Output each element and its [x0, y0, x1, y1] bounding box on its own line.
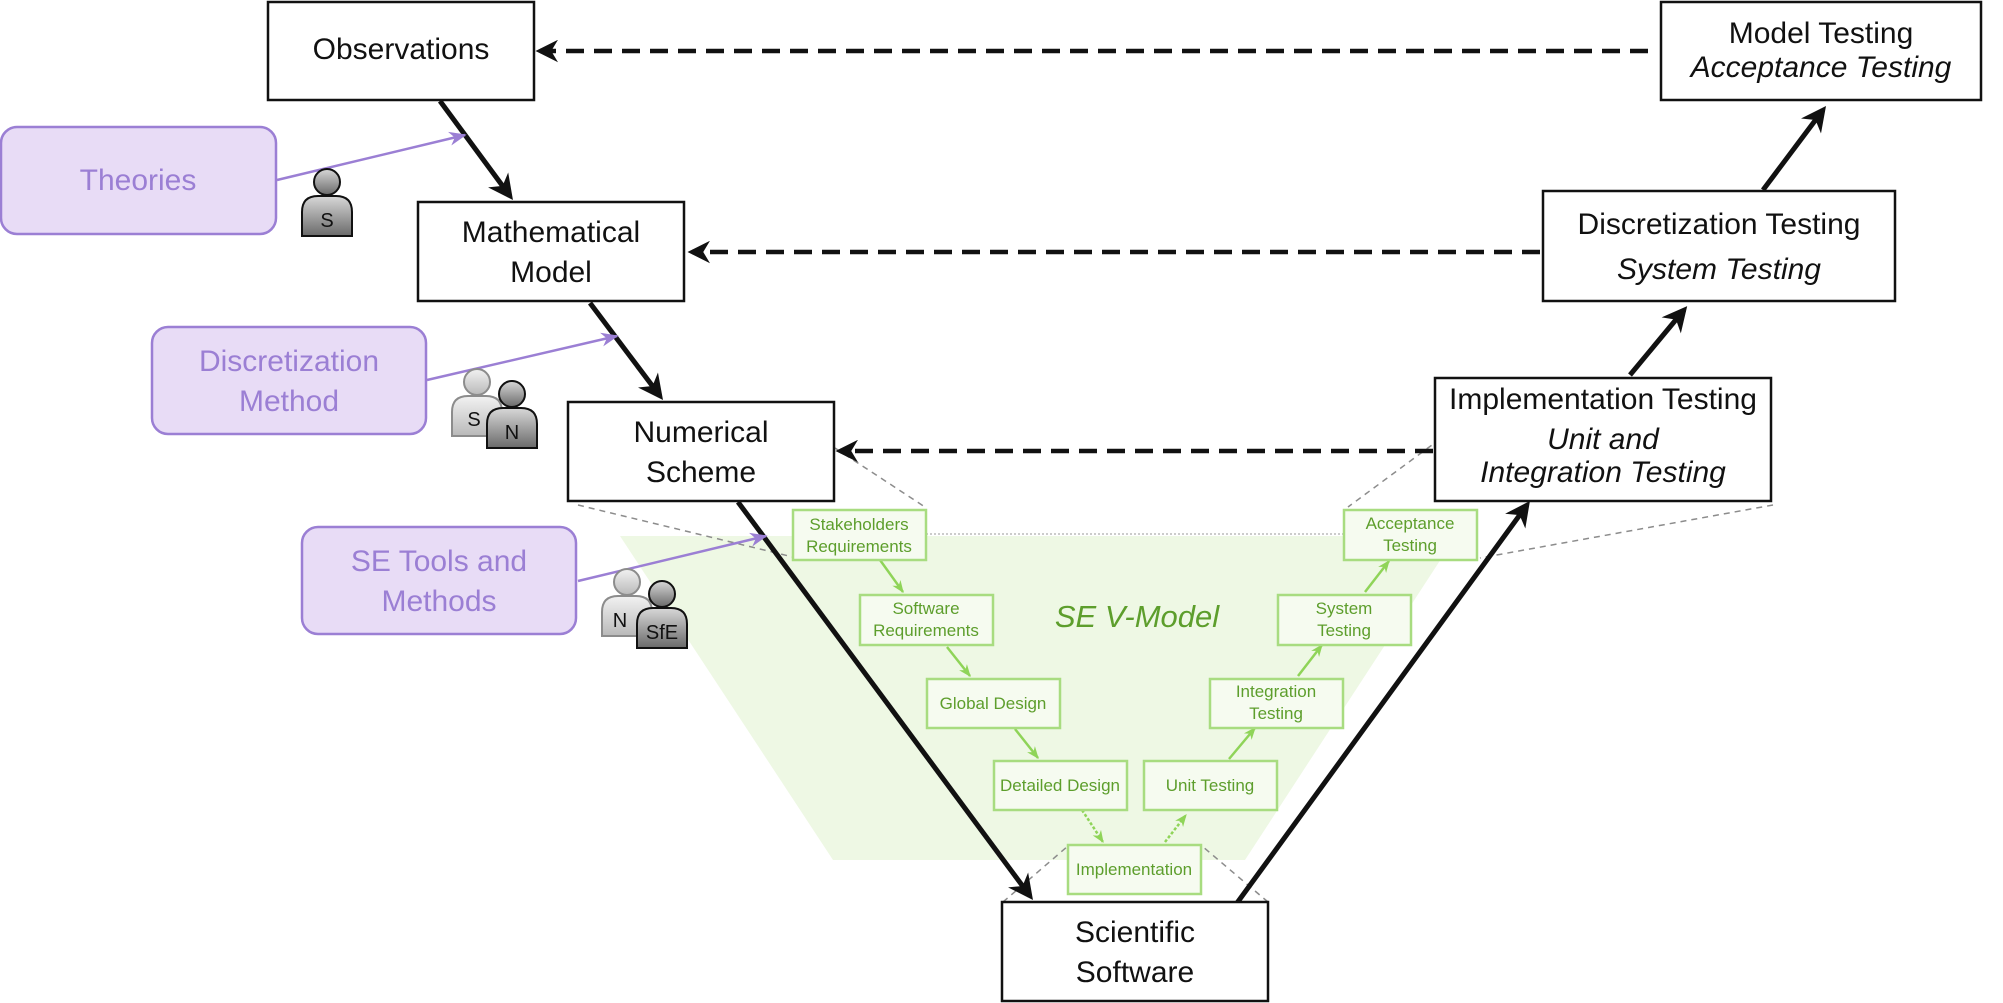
vmodel-unit-testing-box: Unit Testing: [1142, 759, 1279, 812]
impl-testing-label-3: Integration Testing: [1480, 456, 1726, 489]
person-label-n1: N: [505, 422, 519, 444]
main-arrows: [437, 99, 1826, 905]
scientific-software-box: Scientific Software: [1000, 900, 1270, 1003]
numerical-label-2: Scheme: [646, 456, 756, 489]
scientific-label-1: Scientific: [1075, 916, 1195, 949]
acceptance-label-2: Testing: [1383, 536, 1437, 555]
system-testing-label-2: Testing: [1317, 621, 1371, 640]
disc-testing-label-1: Discretization Testing: [1578, 208, 1861, 241]
dashed-arrows: [535, 39, 1648, 463]
implementation-label: Implementation: [1076, 860, 1192, 879]
person-icon-software-engineer: SfE: [636, 580, 688, 649]
software-req-label-2: Requirements: [873, 621, 979, 640]
observations-box: Observations: [266, 0, 536, 102]
disc-testing-label-2: System Testing: [1617, 253, 1821, 286]
input-arrows: [276, 131, 768, 583]
implementation-testing-box: Implementation Testing Unit and Integrat…: [1433, 376, 1773, 503]
integration-label-2: Testing: [1249, 704, 1303, 723]
detailed-design-label: Detailed Design: [1000, 776, 1120, 795]
impl-testing-label-1: Implementation Testing: [1449, 383, 1757, 416]
integration-label-1: Integration: [1236, 682, 1316, 701]
person-icon-scientist-1: S: [301, 168, 353, 237]
software-req-label-1: Software: [892, 599, 959, 618]
scientific-label-2: Software: [1076, 956, 1194, 989]
discretization-label-2: Method: [239, 385, 339, 418]
numerical-scheme-box: Numerical Scheme: [566, 400, 836, 503]
vmodel-arrows: [878, 559, 1390, 844]
discretization-testing-box: Discretization Testing System Testing: [1541, 189, 1897, 303]
math-model-label-1: Mathematical: [462, 216, 640, 249]
person-label-n2: N: [613, 610, 627, 632]
se-tools-box: SE Tools and Methods: [300, 525, 578, 636]
stakeholders-label-1: Stakeholders: [809, 515, 908, 534]
global-design-label: Global Design: [940, 694, 1047, 713]
vmodel-integration-testing-box: Integration Testing: [1208, 677, 1345, 730]
model-testing-box: Model Testing Acceptance Testing: [1659, 0, 1983, 102]
observations-label: Observations: [313, 33, 490, 66]
vmodel-stakeholders-box: Stakeholders Requirements: [791, 508, 928, 562]
vmodel-implementation-box: Implementation: [1066, 843, 1203, 896]
se-tools-label-1: SE Tools and: [351, 545, 527, 578]
vmodel-software-req-box: Software Requirements: [858, 593, 995, 647]
model-testing-label-1: Model Testing: [1729, 17, 1914, 50]
vmodel-acceptance-testing-box: Acceptance Testing: [1342, 508, 1479, 562]
model-testing-label-2: Acceptance Testing: [1689, 51, 1952, 84]
stakeholders-label-2: Requirements: [806, 537, 912, 556]
unit-testing-label: Unit Testing: [1166, 776, 1255, 795]
vmodel-global-design-box: Global Design: [925, 677, 1062, 730]
person-label-sfe: SfE: [646, 622, 678, 644]
vmodel-system-testing-box: System Testing: [1276, 593, 1413, 647]
acceptance-label-1: Acceptance: [1366, 514, 1455, 533]
person-label-s2: S: [467, 409, 480, 431]
person-icon-numerical-1: N: [486, 380, 538, 449]
theories-label: Theories: [80, 164, 197, 197]
system-testing-label-1: System: [1316, 599, 1373, 618]
numerical-label-1: Numerical: [633, 416, 768, 449]
vmodel-detailed-design-box: Detailed Design: [992, 759, 1129, 812]
theories-box: Theories: [0, 125, 278, 236]
person-label-s1: S: [320, 210, 333, 232]
vmodel-title: SE V-Model: [1055, 599, 1220, 634]
math-model-label-2: Model: [510, 256, 592, 289]
discretization-method-box: Discretization Method: [150, 325, 428, 436]
se-tools-label-2: Methods: [381, 585, 496, 618]
discretization-label-1: Discretization: [199, 345, 379, 378]
impl-testing-label-2: Unit and: [1547, 423, 1660, 456]
mathematical-model-box: Mathematical Model: [416, 200, 686, 303]
